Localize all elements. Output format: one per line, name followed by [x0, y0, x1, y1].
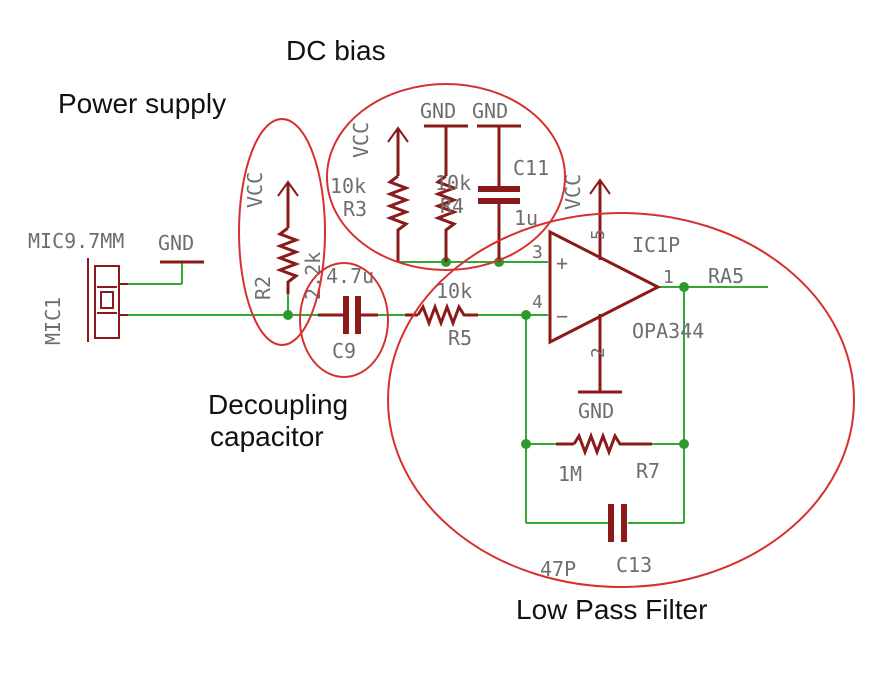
- opamp-minus-sign: −: [556, 304, 568, 328]
- annotation-power-supply: Power supply: [58, 88, 226, 119]
- r4-resistor: [424, 124, 468, 262]
- annotation-decoupling-line2: capacitor: [210, 421, 324, 452]
- r5-resistor: [405, 302, 478, 328]
- output-net-label: RA5: [708, 264, 744, 288]
- r4-zigzag: [433, 174, 459, 262]
- mic-element: [100, 291, 114, 309]
- callout-low-pass-filter: [387, 212, 855, 588]
- opamp-pin5: 5: [588, 229, 609, 240]
- microphone-symbol: [87, 258, 128, 342]
- junction-r2: [283, 310, 293, 320]
- vcc-opamp-arrow: [589, 178, 611, 195]
- vcc-r3-arrow: [387, 126, 409, 143]
- c9-value: 4.7u: [326, 264, 374, 288]
- r2-resistor: [275, 182, 301, 294]
- vcc-r2-label: VCC: [243, 172, 267, 208]
- r3-resistor: [385, 128, 411, 262]
- c9-capacitor: [318, 296, 378, 334]
- wires: [128, 261, 768, 524]
- opamp-ref: IC1P: [632, 233, 680, 257]
- opamp-plus-sign: +: [556, 251, 568, 275]
- r7-value: 1M: [558, 462, 582, 486]
- r2-zigzag: [275, 226, 301, 294]
- gnd-mic-label: GND: [158, 231, 194, 255]
- r7-zigzag: [572, 431, 652, 457]
- junction-r7-left: [521, 439, 531, 449]
- opamp-triangle: [548, 229, 662, 345]
- gnd-c11-label: GND: [472, 99, 508, 123]
- junction-output: [679, 282, 689, 292]
- r5-zigzag: [416, 302, 478, 328]
- c9-ref: C9: [332, 339, 356, 363]
- opamp-pin1: 1: [663, 267, 674, 288]
- annotation-low-pass-filter: Low Pass Filter: [516, 594, 707, 625]
- callout-decoupling: [299, 262, 389, 378]
- r3-ref: R3: [343, 197, 367, 221]
- mic-value: MIC9.7MM: [28, 229, 124, 253]
- annotation-dc-bias: DC bias: [286, 35, 386, 66]
- mic-ref: MIC1: [41, 297, 65, 345]
- callouts: [238, 83, 855, 588]
- r3-value: 10k: [330, 174, 366, 198]
- opamp-pin2: 2: [588, 347, 609, 358]
- opamp-pin3: 3: [532, 242, 543, 263]
- r5-value: 10k: [436, 279, 472, 303]
- opamp-symbol: [548, 180, 662, 394]
- c11-ref: C11: [513, 156, 549, 180]
- gnd-opamp-label: GND: [578, 399, 614, 423]
- gnd-r4-label: GND: [420, 99, 456, 123]
- opamp-value: OPA344: [632, 319, 704, 343]
- r7-ref: R7: [636, 459, 660, 483]
- vcc-r2-arrow: [277, 180, 299, 197]
- junction-r7-right: [679, 439, 689, 449]
- opamp-pin4: 4: [532, 292, 543, 313]
- r2-ref: R2: [251, 276, 275, 300]
- c13-ref: C13: [616, 553, 652, 577]
- r4-value: 10k: [435, 171, 471, 195]
- junction-inverting: [521, 310, 531, 320]
- r5-ref: R5: [448, 326, 472, 350]
- c11-capacitor: [477, 124, 521, 262]
- vcc-r3-label: VCC: [349, 122, 373, 158]
- r3-zigzag: [385, 174, 411, 262]
- callout-dc-bias: [326, 83, 566, 271]
- r7-resistor: [556, 431, 652, 457]
- mic-body: [94, 265, 120, 339]
- annotation-decoupling-line1: Decoupling: [208, 389, 348, 420]
- r4-ref: R4: [440, 194, 464, 218]
- c13-capacitor: [608, 504, 627, 542]
- callout-power-supply: [238, 118, 326, 346]
